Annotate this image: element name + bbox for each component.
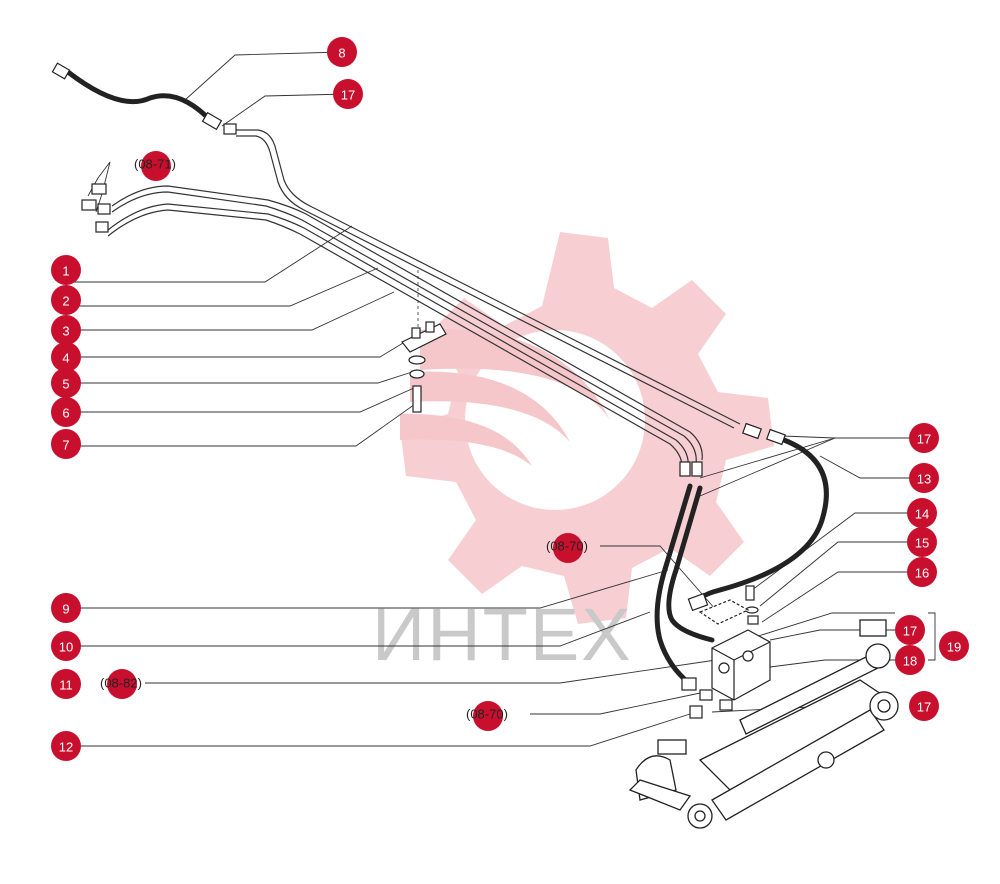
callout-label-c1: 1 xyxy=(62,264,69,279)
callout-c11 xyxy=(51,669,81,699)
callout-label-c6: 6 xyxy=(62,406,69,421)
hose-fittings xyxy=(51,62,786,719)
callout-c15 xyxy=(907,527,937,557)
callout-c4 xyxy=(51,342,81,372)
callout-c9 xyxy=(51,593,81,623)
callout-c8 xyxy=(327,37,357,67)
callout-label-c14: 14 xyxy=(915,507,929,522)
watermark-text: ИНТЕХ xyxy=(372,593,633,676)
callout-label-c16: 16 xyxy=(915,566,929,581)
callout-c12 xyxy=(51,731,81,761)
hydraulic-pipes xyxy=(107,129,741,473)
callout-label-c17c: 17 xyxy=(903,624,917,639)
callout-label-c17b: 17 xyxy=(917,432,931,447)
callout-label-c4: 4 xyxy=(62,351,69,366)
callout-c18 xyxy=(895,645,925,675)
callout-c1 xyxy=(51,255,81,285)
callout-label-c7: 7 xyxy=(62,438,69,453)
leader-lines xyxy=(66,51,936,747)
callout-c3 xyxy=(51,315,81,345)
reference-dot-r1 xyxy=(141,151,171,181)
callout-c5 xyxy=(51,368,81,398)
reference-dot-r3 xyxy=(107,669,137,699)
callout-label-c15: 15 xyxy=(915,536,929,551)
callout-c16 xyxy=(907,557,937,587)
valve-block xyxy=(698,585,771,711)
callout-label-c17a: 17 xyxy=(341,88,355,103)
callout-label-c2: 2 xyxy=(62,294,69,309)
callout-label-c9: 9 xyxy=(62,602,69,617)
callout-c17c xyxy=(895,615,925,645)
reference-label-r2: (08-70) xyxy=(546,539,588,554)
clamp-assembly xyxy=(401,321,447,413)
hydraulic-hoses xyxy=(65,69,829,687)
reference-dot-r4 xyxy=(473,701,503,731)
lift-arm-assembly xyxy=(628,619,899,829)
callout-label-c8: 8 xyxy=(338,46,345,61)
reference-label-r3: (08-82) xyxy=(100,676,142,691)
callout-c13 xyxy=(909,463,939,493)
reference-label-r1: (08-71) xyxy=(134,157,176,172)
callout-label-c10: 10 xyxy=(59,640,73,655)
callout-c19 xyxy=(939,631,969,661)
callout-label-c3: 3 xyxy=(62,324,69,339)
callout-label-c11: 11 xyxy=(59,678,73,693)
reference-label-r4: (08-70) xyxy=(466,707,508,722)
callout-c2 xyxy=(51,285,81,315)
callout-label-c17d: 17 xyxy=(917,700,931,715)
callout-c17d xyxy=(909,691,939,721)
callout-label-c5: 5 xyxy=(62,377,69,392)
callout-c7 xyxy=(51,429,81,459)
watermark-gear xyxy=(400,232,774,624)
callout-label-c19: 19 xyxy=(947,640,961,655)
callout-c17a xyxy=(333,79,363,109)
callout-c14 xyxy=(907,498,937,528)
callout-c10 xyxy=(51,631,81,661)
callout-label-c18: 18 xyxy=(903,654,917,669)
reference-labels: (08-71) (08-70) (08-82) (08-70) xyxy=(100,151,588,731)
callout-label-c12: 12 xyxy=(59,740,73,755)
callout-label-c13: 13 xyxy=(917,472,931,487)
callout-c17b xyxy=(909,423,939,453)
reference-dot-r2 xyxy=(553,533,583,563)
callout-c6 xyxy=(51,397,81,427)
